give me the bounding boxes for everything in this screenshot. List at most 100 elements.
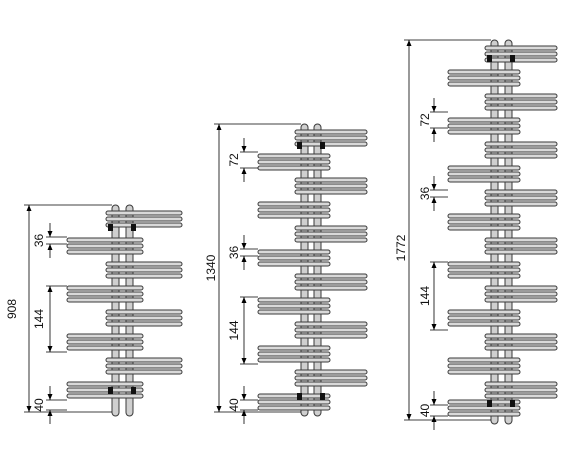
square-valve-icon — [108, 224, 113, 231]
radiator-tube — [447, 213, 521, 219]
radiator-tube — [447, 321, 521, 327]
arrow-down-icon — [431, 106, 437, 112]
dimension-label: 40 — [227, 398, 241, 412]
arrow-up-icon — [241, 297, 247, 303]
arrow-down-icon — [241, 146, 247, 152]
radiator-tube — [447, 177, 521, 183]
arrow-down-icon — [241, 358, 247, 364]
radiator-tube — [484, 381, 558, 387]
radiator-tube — [66, 381, 144, 387]
radiator-tube — [447, 171, 521, 177]
radiator-tube — [484, 345, 558, 351]
radiator-tube — [294, 279, 368, 285]
radiator-tube — [257, 249, 331, 255]
vertical-pipe — [300, 123, 309, 417]
radiator-tube — [447, 273, 521, 279]
radiator-tube — [257, 297, 331, 303]
radiator-tube — [294, 285, 368, 291]
square-valve-icon — [297, 142, 302, 149]
arrow-down-icon — [47, 346, 53, 352]
radiator-tube — [484, 387, 558, 393]
radiator-tube — [257, 159, 331, 165]
radiator-tube — [66, 333, 144, 339]
radiator-tube — [257, 399, 331, 405]
radiator-tube — [447, 261, 521, 267]
square-valve-icon — [131, 387, 136, 394]
radiator-tube — [257, 201, 331, 207]
radiator-tube — [105, 216, 183, 222]
radiator-tube — [105, 267, 183, 273]
radiator-tube — [105, 369, 183, 375]
radiator-tube — [257, 153, 331, 159]
radiator-tube — [484, 339, 558, 345]
dimension-label: 36 — [227, 246, 241, 260]
radiator-tube — [447, 75, 521, 81]
arrow-down-icon — [241, 394, 247, 400]
radiator-tube — [447, 81, 521, 87]
radiator-tube — [484, 333, 558, 339]
radiator-tube — [484, 237, 558, 243]
radiator-tube — [484, 201, 558, 207]
radiator-tube — [447, 123, 521, 129]
radiator-tube — [484, 393, 558, 399]
arrow-up-icon — [241, 168, 247, 174]
radiator-tube — [66, 297, 144, 303]
arrow-up-icon — [26, 205, 32, 211]
radiator-tube — [257, 309, 331, 315]
radiator-tube — [294, 135, 368, 141]
arrow-down-icon — [431, 324, 437, 330]
dimension-label: 36 — [32, 234, 46, 248]
radiator-tube — [257, 261, 331, 267]
dimension-label: 40 — [32, 398, 46, 412]
square-valve-icon — [131, 224, 136, 231]
arrow-up-icon — [241, 256, 247, 262]
radiator-tube — [105, 273, 183, 279]
radiator-tube — [66, 339, 144, 345]
radiator-tube — [294, 327, 368, 333]
radiator-tube — [66, 249, 144, 255]
radiator-tube — [447, 267, 521, 273]
dimension-label: 908 — [5, 299, 19, 319]
radiator-tube — [294, 189, 368, 195]
radiator-tube — [484, 189, 558, 195]
radiator-tube — [66, 393, 144, 399]
radiator-tube — [257, 303, 331, 309]
radiator-tube — [484, 285, 558, 291]
radiator-tube — [105, 309, 183, 315]
arrow-down-icon — [47, 394, 53, 400]
dimension-label: 72 — [418, 113, 432, 127]
radiator-tube — [294, 321, 368, 327]
dimension-label: 72 — [227, 153, 241, 167]
dimension-label: 36 — [418, 187, 432, 201]
arrow-down-icon — [216, 406, 222, 412]
radiator-tube — [484, 105, 558, 111]
radiator-tube — [447, 363, 521, 369]
radiator-tube — [484, 99, 558, 105]
radiator-tube — [294, 273, 368, 279]
radiator-tube — [294, 141, 368, 147]
radiator-tube — [105, 315, 183, 321]
square-valve-icon — [510, 400, 515, 407]
radiator-tube — [484, 57, 558, 63]
arrow-up-icon — [431, 128, 437, 134]
dimension-label: 1340 — [204, 254, 218, 281]
arrow-down-icon — [431, 184, 437, 190]
arrow-up-icon — [47, 244, 53, 250]
radiator-tube — [447, 165, 521, 171]
radiator-tube — [447, 117, 521, 123]
radiator-tube — [447, 225, 521, 231]
radiator-tube — [484, 249, 558, 255]
arrow-up-icon — [216, 124, 222, 130]
radiator-tube — [105, 363, 183, 369]
radiator-tube — [66, 237, 144, 243]
radiator-tube — [105, 357, 183, 363]
radiator-tube — [105, 321, 183, 327]
square-valve-icon — [297, 393, 302, 400]
radiator-tube — [294, 333, 368, 339]
radiator-tube — [447, 219, 521, 225]
square-valve-icon — [510, 55, 515, 62]
